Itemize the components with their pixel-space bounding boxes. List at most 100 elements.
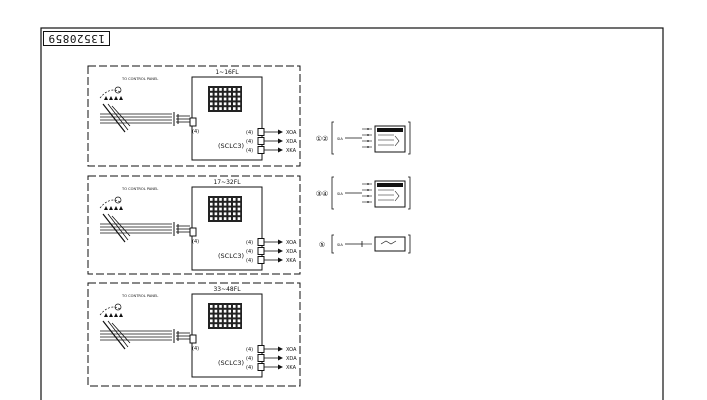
controller-label: (SCLC3) [218, 359, 244, 367]
leader-bubble [114, 86, 122, 94]
display-cell [214, 212, 218, 216]
detail-index-symbol: ⑤ [319, 241, 325, 249]
floor-range-label: 33~48FL [213, 286, 241, 293]
output-arrow [278, 138, 283, 144]
display-cell [210, 88, 213, 91]
display-cell [210, 217, 213, 220]
floor-section: 1~16FL(SCLC3)(4)TO CONTROL PANEL(4)XOA(4… [87, 65, 301, 167]
display-cell [237, 314, 241, 318]
display-cell [233, 97, 236, 101]
riser-marker [109, 96, 113, 100]
display-cell [210, 202, 213, 206]
display-cell [223, 92, 227, 96]
output-count-label: (4) [246, 365, 253, 371]
display-cell [233, 319, 236, 323]
riser-marker [104, 313, 108, 317]
output-terminal [257, 137, 265, 145]
display-cell [210, 324, 213, 327]
display-cell [214, 102, 218, 106]
display-cell [233, 107, 236, 110]
display-cell [233, 207, 236, 211]
display-cell [223, 198, 227, 201]
output-terminal [257, 238, 265, 246]
detail-index-symbol: ①② [316, 135, 329, 143]
detail-bracket [408, 176, 411, 210]
detail-device-box [374, 236, 406, 252]
output-terminal [257, 354, 265, 362]
riser-marker [119, 96, 123, 100]
output-code-label: XDA [286, 139, 297, 145]
sections-layer: 1~16FL(SCLC3)(4)TO CONTROL PANEL(4)XOA(4… [87, 65, 301, 387]
output-code-label: XKA [286, 258, 297, 264]
output-terminal [257, 363, 265, 371]
display-cell [228, 319, 231, 323]
output-arrow [278, 239, 283, 245]
output-arrow [278, 355, 283, 361]
detail-bracket [331, 176, 334, 210]
riser-marker [119, 206, 123, 210]
detail-pin-dot [367, 195, 369, 197]
display-cell [223, 88, 227, 91]
display-cell [237, 217, 241, 220]
detail-pin-dot [367, 128, 369, 130]
detail-bracket [408, 234, 411, 254]
display-cell [223, 314, 227, 318]
cable-slash [107, 320, 129, 348]
output-code-label: XKA [286, 365, 297, 371]
leader-bubble [114, 196, 122, 204]
input-terminal [189, 117, 197, 127]
detail-bracket [408, 121, 411, 155]
cable-slash [102, 213, 126, 243]
display-cell [214, 92, 218, 96]
floor-section: 33~48FL(SCLC3)(4)TO CONTROL PANEL(4)XOA(… [87, 282, 301, 387]
display-cell [233, 305, 236, 308]
display-cell [219, 202, 222, 206]
display-cell [219, 88, 222, 91]
display-cell [214, 97, 218, 101]
display-cell [219, 97, 222, 101]
display-cell [228, 202, 231, 206]
leader-bubble [114, 303, 122, 311]
detail-device-box [374, 180, 406, 208]
output-terminal [257, 146, 265, 154]
display-cell [237, 88, 241, 91]
display-cell [223, 97, 227, 101]
display-cell [219, 107, 222, 110]
display-cell [237, 92, 241, 96]
display-cell [228, 305, 231, 308]
display-cell [214, 217, 218, 220]
input-count-label: (4) [192, 239, 199, 245]
display-cell [219, 324, 222, 327]
display-cell [219, 314, 222, 318]
display-cell [228, 207, 231, 211]
display-cell [223, 102, 227, 106]
display-cell [210, 305, 213, 308]
display-cell [228, 92, 231, 96]
detail-device-band [377, 128, 403, 132]
display-cell [233, 309, 236, 313]
display-cell [223, 107, 227, 110]
cable-slash [102, 320, 126, 350]
riser-marker [119, 313, 123, 317]
display-cell [223, 309, 227, 313]
display-cell [214, 202, 218, 206]
display-cell [219, 102, 222, 106]
display-cell [223, 212, 227, 216]
display-cell [237, 305, 241, 308]
detail-pin-dot [367, 201, 369, 203]
controller-label: (SCLC3) [218, 252, 244, 260]
display-cell [228, 309, 231, 313]
output-arrow [278, 248, 283, 254]
display-cell [219, 319, 222, 323]
display-cell [214, 107, 218, 110]
display-cell [228, 198, 231, 201]
display-cell [210, 102, 213, 106]
display-cell [233, 212, 236, 216]
display-cell [233, 324, 236, 327]
detail-line-label: SIA [337, 243, 343, 247]
cable-slash [107, 213, 129, 241]
display-cell [214, 305, 218, 308]
output-terminal [257, 256, 265, 264]
output-count-label: (4) [246, 347, 253, 353]
